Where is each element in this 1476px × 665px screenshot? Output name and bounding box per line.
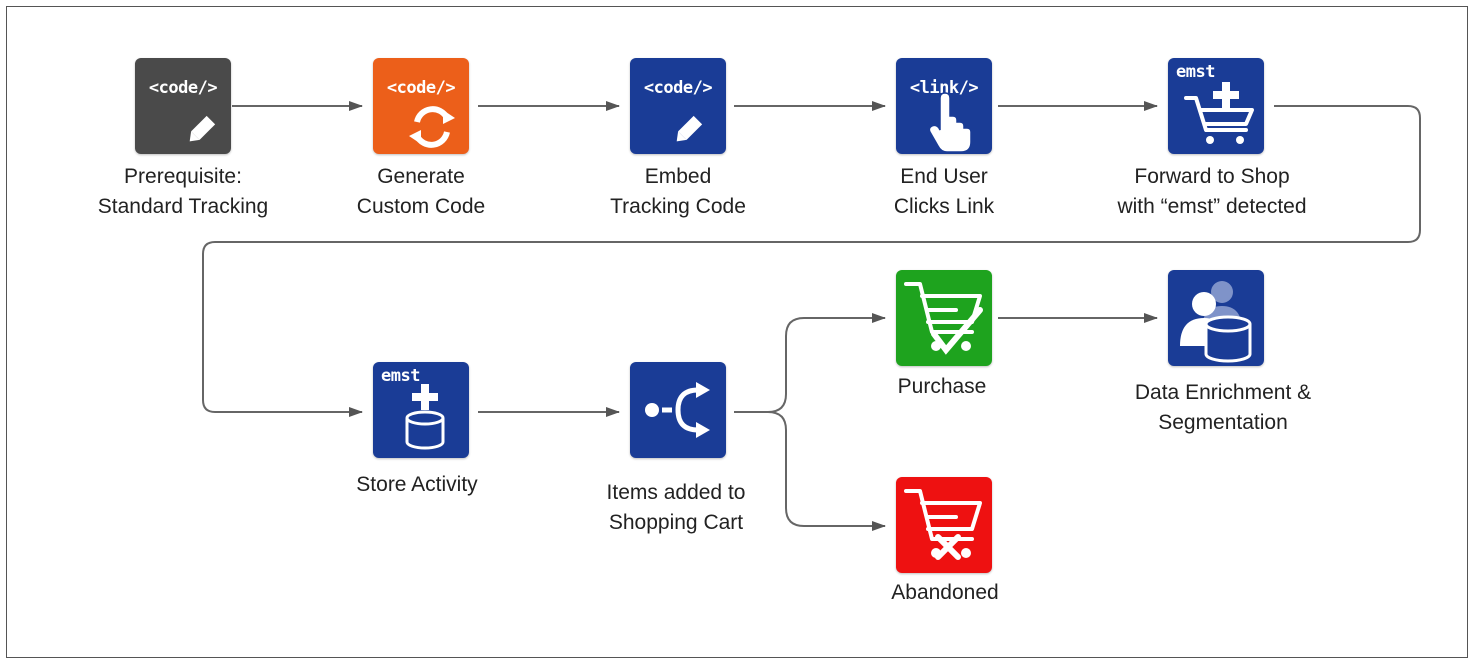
code-tag-text: <code/> xyxy=(386,78,456,98)
refresh-icon xyxy=(409,106,455,148)
node-embed[interactable]: <code/> xyxy=(630,58,726,154)
database-add-icon xyxy=(405,384,445,450)
node-store[interactable]: emst xyxy=(373,362,469,458)
pencil-icon xyxy=(676,115,703,142)
connector-items-abandoned xyxy=(767,411,886,531)
code-tag-text: <code/> xyxy=(148,78,218,98)
hand-pointer-icon xyxy=(928,92,972,153)
label-enrichment: Data Enrichment & Segmentation xyxy=(1134,381,1312,434)
node-items[interactable] xyxy=(630,362,726,458)
node-generate[interactable]: <code/> xyxy=(373,58,469,154)
label-embed: Embed Tracking Code xyxy=(610,165,746,218)
label-prerequisite: Prerequisite: Standard Tracking xyxy=(97,165,269,218)
label-click: End User Clicks Link xyxy=(893,165,995,218)
pencil-icon xyxy=(189,115,216,142)
emst-tag-text: emst xyxy=(1176,62,1215,82)
label-forward: Forward to Shop with “emst” detected xyxy=(1117,165,1307,218)
label-purchase: Purchase xyxy=(897,375,987,398)
connector-items-purchase xyxy=(734,313,886,413)
label-generate: Generate Custom Code xyxy=(356,165,486,218)
cart-add-icon xyxy=(1184,82,1254,144)
cart-check-icon xyxy=(904,282,983,355)
node-purchase[interactable] xyxy=(896,270,992,366)
connector-forward-store xyxy=(202,105,1421,417)
link-tag-text: <link/> xyxy=(909,78,979,98)
users-database-icon xyxy=(1180,281,1252,363)
cart-cancel-icon xyxy=(904,489,982,560)
node-click[interactable]: <link/> xyxy=(896,58,992,154)
code-tag-text: <code/> xyxy=(643,78,713,98)
label-abandoned: Abandoned xyxy=(891,581,999,604)
node-forward[interactable]: emst xyxy=(1168,58,1264,154)
split-branch-icon xyxy=(645,382,710,438)
emst-tag-text: emst xyxy=(381,366,420,386)
label-store: Store Activity xyxy=(356,473,478,496)
node-enrichment[interactable] xyxy=(1168,270,1264,366)
node-abandoned[interactable] xyxy=(896,477,992,573)
label-items: Items added to Shopping Cart xyxy=(606,481,746,534)
node-prerequisite[interactable]: <code/> xyxy=(135,58,231,154)
